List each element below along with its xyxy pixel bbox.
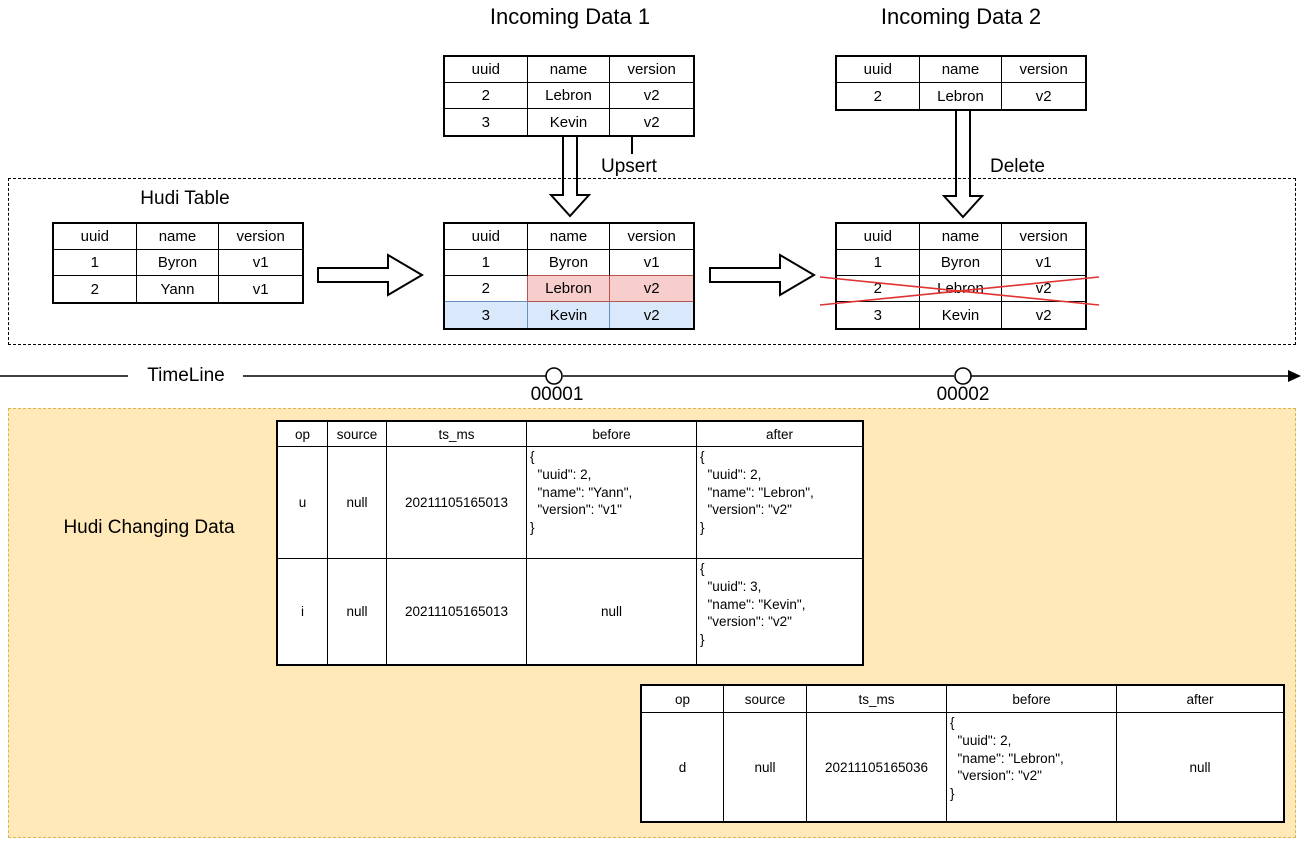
header-cell: op [642,686,724,713]
ts-cell: 20211105165036 [807,713,947,821]
header-cell: version [1002,57,1085,83]
incoming-data-1-title: Incoming Data 1 [489,4,651,29]
upsert-label: Upsert [601,156,657,177]
header-cell: name [527,57,611,83]
incoming-data-2-table: uuid name version 2 Lebron v2 [835,55,1087,111]
header-cell: version [610,57,693,83]
ts-cell: 20211105165013 [387,559,527,664]
commit-2-id: 00002 [936,384,990,405]
header-cell: version [610,224,693,250]
header-cell: name [919,224,1003,250]
header-cell: after [1117,686,1283,713]
table-cell: v1 [252,280,269,298]
header-cell: name [527,224,611,250]
incoming-data-1-table: uuid name version 2 Lebron v2 3 Kevin v2 [443,55,695,137]
header-cell: uuid [837,57,920,83]
before-cell: { "uuid": 2, "name": "Yann", "version": … [527,447,697,559]
header-cell: op [278,422,328,447]
table-cell: 2 [54,276,137,302]
hudi-changing-data-label: Hudi Changing Data [63,517,235,538]
hudi-after-upsert-table: uuid name version 1 Byron v1 2 Lebron v2… [443,222,695,330]
timeline-axis [0,367,1301,385]
table-cell: 1 [54,250,137,276]
deleted-cell: v2 [1002,276,1085,302]
table-cell: 2 [445,83,528,109]
hudi-after-delete-table: uuid name version 1 Byron v1 2 Lebron v2… [835,222,1087,330]
updated-cell: Lebron [527,276,611,302]
header-cell: name [136,224,220,250]
updated-cell: v2 [610,276,693,302]
table-cell: v2 [643,113,660,131]
table-cell: v1 [219,250,302,276]
table-cell: Kevin [920,302,1003,328]
deleted-cell: 2 [837,276,920,302]
table-cell: 2 [445,276,528,302]
table-cell: Lebron [527,83,611,109]
header-cell: source [328,422,387,447]
table-cell: Yann [137,276,220,302]
header-cell: uuid [54,224,137,250]
header-cell: after [697,422,862,447]
after-cell: { "uuid": 2, "name": "Lebron", "version"… [697,447,862,559]
table-cell: v1 [610,250,693,276]
delete-down-arrow-icon [941,111,985,219]
timeline-label: TimeLine [147,365,225,386]
cdc-table-commit-1: op source ts_ms before after u null 2021… [276,420,864,666]
header-cell: before [947,686,1117,713]
commit-1-marker [545,367,563,385]
right-arrow-icon [317,253,424,297]
table-cell: 3 [837,302,920,328]
hudi-table-label: Hudi Table [140,188,230,209]
hudi-initial-table: uuid name version 1 Byron v1 2 Yann v1 [52,222,304,304]
op-cell: d [642,713,724,821]
header-cell: before [527,422,697,447]
before-cell: null [527,559,697,664]
table-cell: v2 [1035,87,1052,105]
commit-2-marker [954,367,972,385]
header-cell: ts_ms [387,422,527,447]
cdc-table-commit-2: op source ts_ms before after d null 2021… [640,684,1285,823]
right-arrow-icon [709,253,816,297]
inserted-cell: v2 [610,302,693,328]
inserted-cell: 3 [445,302,528,328]
source-cell: null [328,559,387,664]
table-cell: Byron [136,250,220,276]
header-cell: uuid [837,224,920,250]
table-cell: 1 [837,250,920,276]
table-cell: v2 [610,83,693,109]
ts-cell: 20211105165013 [387,447,527,559]
after-cell: null [1189,759,1211,775]
op-cell: u [278,447,328,559]
inserted-cell: Kevin [527,302,611,328]
header-cell: uuid [445,57,528,83]
header-cell: name [919,57,1003,83]
table-cell: 2 [837,83,920,109]
delete-label: Delete [990,156,1045,177]
hudi-table-section [8,178,1296,345]
header-cell: version [1002,224,1085,250]
source-cell: null [328,447,387,559]
table-cell: 1 [445,250,528,276]
header-cell: source [724,686,807,713]
table-cell: Lebron [920,83,1003,109]
upsert-leader-line [631,137,633,154]
table-cell: 3 [445,109,528,135]
source-cell: null [724,713,807,821]
commit-1-id: 00001 [530,384,584,405]
upsert-down-arrow-icon [548,137,592,218]
table-cell: Byron [919,250,1003,276]
op-cell: i [278,559,328,664]
before-cell: { "uuid": 2, "name": "Lebron", "version"… [947,713,1117,821]
table-cell: v1 [1002,250,1085,276]
table-cell: v2 [1035,306,1052,324]
header-cell: uuid [445,224,528,250]
header-cell: version [219,224,302,250]
timeline-arrowhead [1288,370,1301,382]
table-cell: Kevin [528,109,611,135]
incoming-data-2-title: Incoming Data 2 [880,4,1042,29]
header-cell: ts_ms [807,686,947,713]
delete-cross-icon [819,276,1100,306]
table-cell: Byron [527,250,611,276]
after-cell: { "uuid": 3, "name": "Kevin", "version":… [700,561,806,648]
